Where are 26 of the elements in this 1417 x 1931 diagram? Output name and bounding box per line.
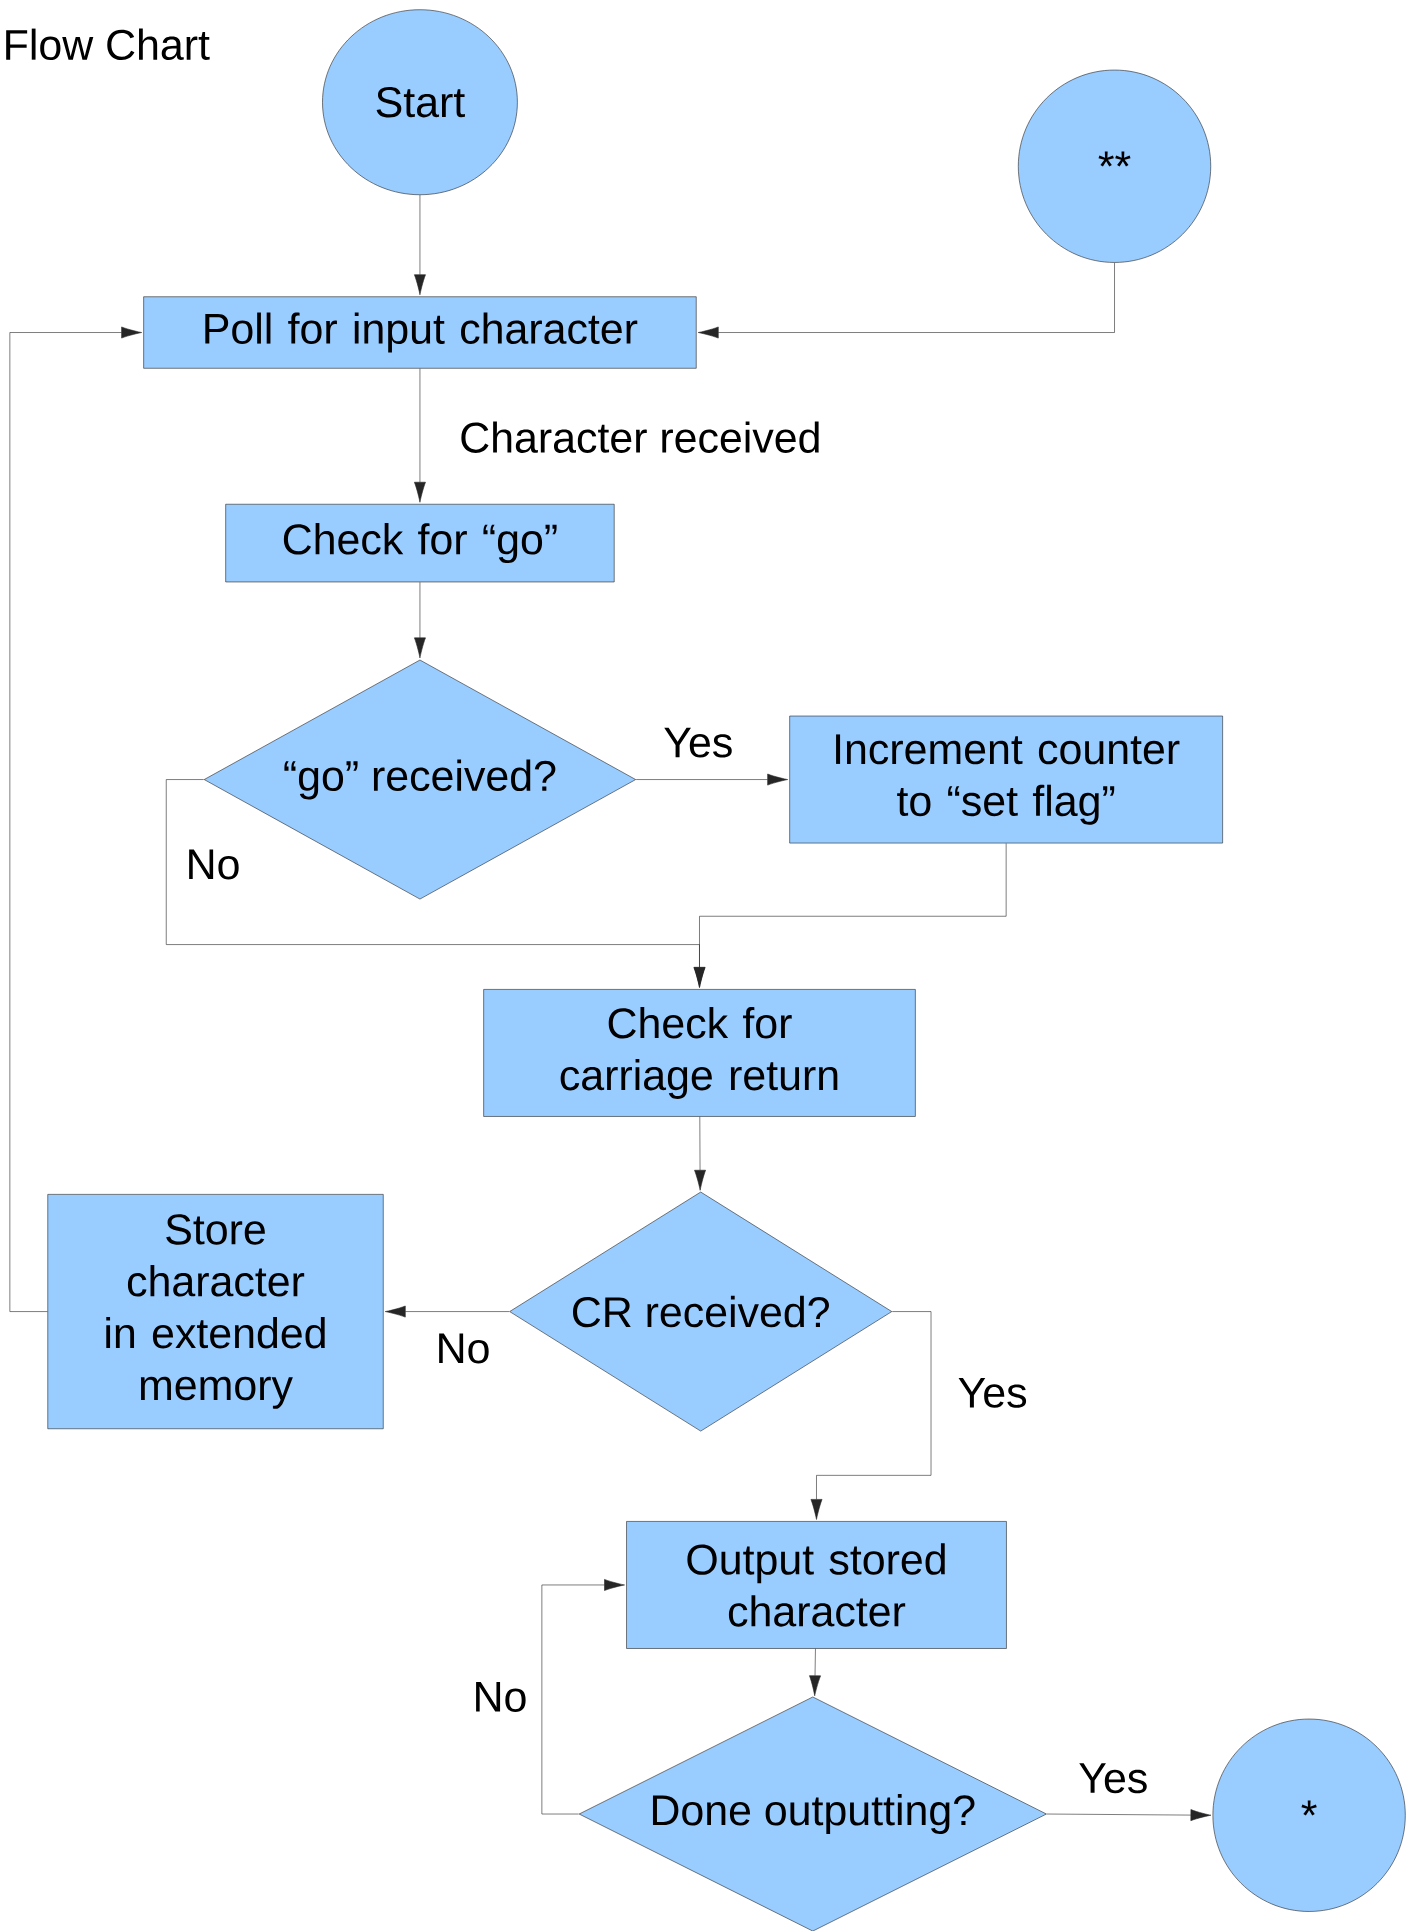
process-box: Store character in extended memory <box>47 1194 384 1430</box>
edge-label: No <box>434 1332 492 1365</box>
arrow <box>810 1311 932 1520</box>
arrow <box>413 581 426 659</box>
chart-title: Flow Chart <box>5 28 210 61</box>
arrow <box>384 1305 510 1318</box>
edge-label: Yes <box>1077 1762 1150 1795</box>
arrow <box>9 326 142 1312</box>
arrow <box>413 368 426 503</box>
edge-label: No <box>471 1681 529 1713</box>
edge-label: Yes <box>662 726 735 759</box>
arrow <box>808 1648 821 1697</box>
arrow <box>694 1116 706 1191</box>
process-box: Poll for input character <box>143 296 697 369</box>
arrow <box>413 194 426 296</box>
arrow <box>693 843 1007 988</box>
process-box: Output stored character <box>626 1521 1007 1649</box>
process-box: Check for “go” <box>225 503 615 583</box>
edge-label: Yes <box>956 1376 1029 1409</box>
process-box: Increment counter to “set flag” <box>789 715 1223 844</box>
edge-label: Character received <box>458 420 823 454</box>
arrow <box>541 1579 625 1815</box>
process-box: Check for carriage return <box>483 989 916 1117</box>
arrow <box>1046 1809 1211 1821</box>
arrow <box>697 262 1115 339</box>
arrow <box>635 773 788 786</box>
